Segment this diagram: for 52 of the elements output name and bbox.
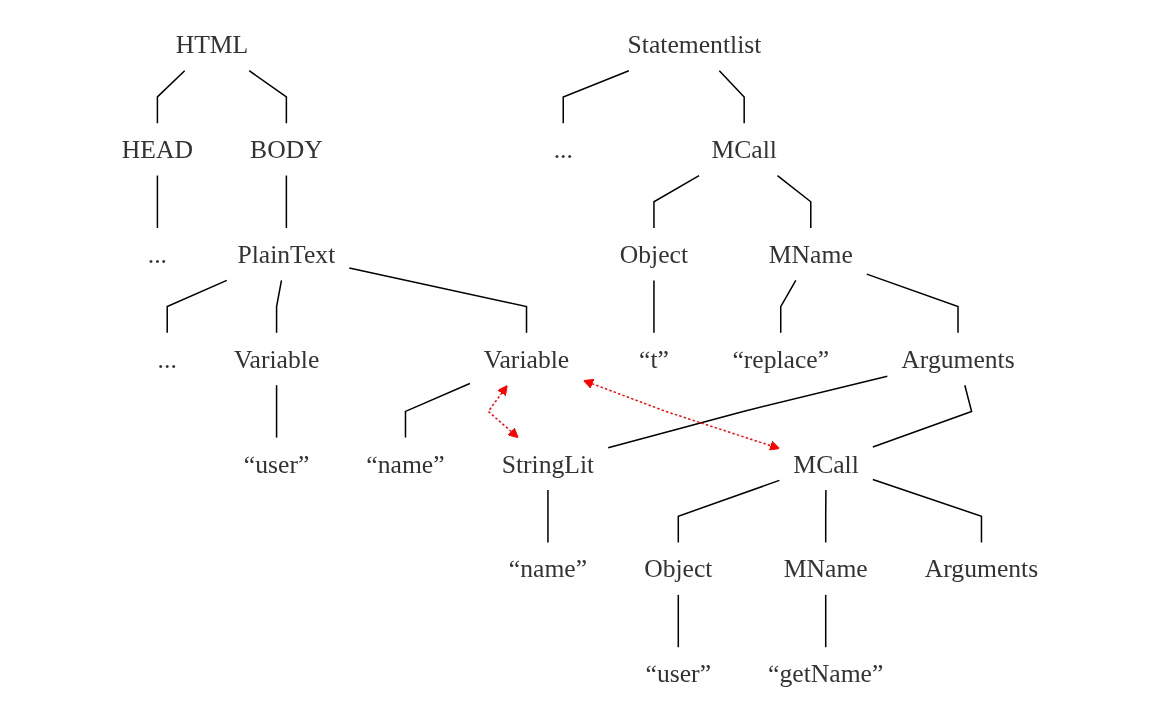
connector bbox=[547, 488, 549, 543]
node-text: Arguments bbox=[924, 553, 1039, 583]
node-text: BODY bbox=[250, 134, 323, 164]
connector bbox=[248, 69, 288, 124]
node-text: “user” bbox=[243, 448, 310, 478]
node-text: MName bbox=[783, 553, 868, 583]
node-text: StringLit bbox=[501, 448, 595, 478]
connector bbox=[653, 174, 700, 229]
connector bbox=[872, 383, 973, 448]
connector bbox=[776, 174, 812, 229]
node-text: Arguments bbox=[901, 343, 1015, 374]
node-text: HTML bbox=[175, 29, 249, 59]
node-text: “t” bbox=[639, 343, 669, 374]
node-text: “name” bbox=[508, 553, 588, 583]
node-text: “user” bbox=[645, 658, 712, 688]
connector bbox=[275, 279, 283, 334]
node-text: ... bbox=[147, 239, 168, 269]
node-text: ... bbox=[553, 134, 573, 164]
connector bbox=[718, 69, 745, 124]
node-text: MCall bbox=[793, 448, 859, 478]
connector bbox=[562, 69, 630, 124]
node-text: MCall bbox=[711, 134, 777, 164]
connector bbox=[824, 488, 827, 543]
node-text: “replace” bbox=[732, 343, 830, 374]
connector bbox=[872, 478, 983, 543]
connector bbox=[677, 479, 781, 543]
connector bbox=[677, 593, 680, 648]
node-text: Statementlist bbox=[627, 29, 762, 59]
node-text: MName bbox=[768, 239, 853, 269]
node-text: Variable bbox=[233, 343, 320, 374]
connector bbox=[156, 174, 159, 229]
connector bbox=[824, 593, 827, 648]
arrow bbox=[487, 384, 519, 438]
node-text: HEAD bbox=[121, 134, 193, 164]
connector bbox=[866, 272, 959, 334]
connector bbox=[348, 266, 528, 334]
arrow bbox=[583, 378, 780, 451]
node-text: ... bbox=[157, 343, 177, 374]
node-text: PlainText bbox=[237, 239, 336, 269]
connector bbox=[780, 279, 797, 334]
connector bbox=[404, 382, 471, 438]
connector bbox=[653, 279, 655, 334]
node-text: “name” bbox=[366, 448, 445, 478]
node-text: Object bbox=[644, 553, 713, 583]
connector bbox=[275, 383, 278, 438]
connector bbox=[166, 279, 228, 334]
connector bbox=[607, 375, 889, 448]
node-text: “getName” bbox=[768, 658, 884, 688]
node-text: Object bbox=[619, 239, 689, 269]
node-text: Variable bbox=[483, 343, 570, 374]
connector bbox=[156, 69, 186, 124]
connector bbox=[285, 174, 288, 229]
